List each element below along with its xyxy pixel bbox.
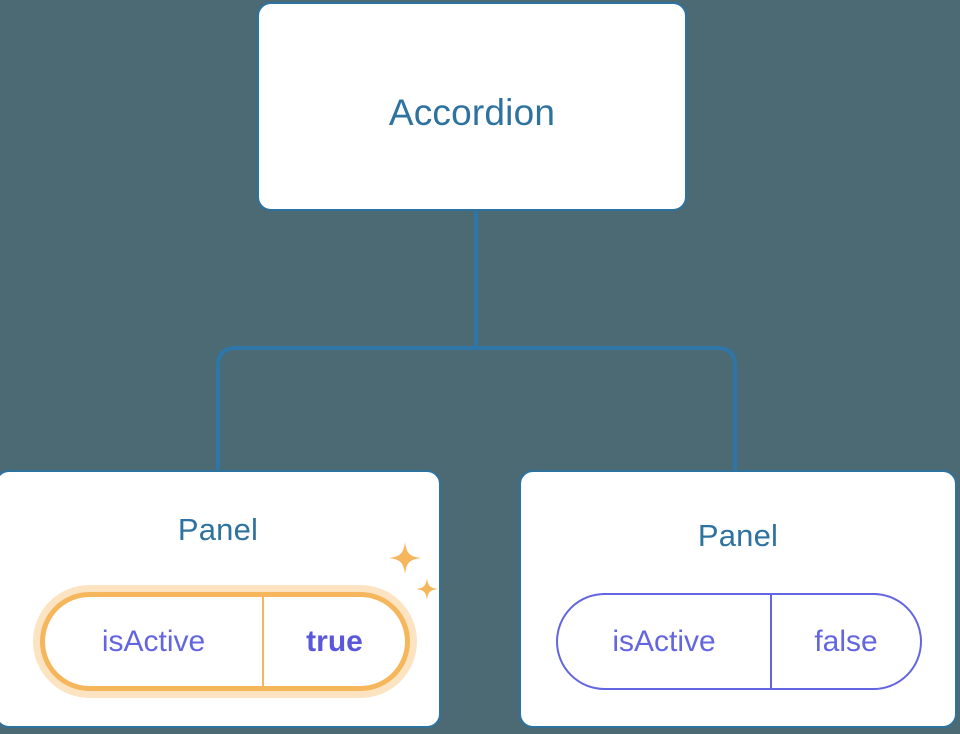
connector-branch-right	[476, 346, 737, 472]
prop-key-label: isActive	[45, 597, 264, 686]
prop-key-label: isActive	[558, 595, 772, 688]
node-panel-inactive-title: Panel	[697, 518, 779, 553]
prop-value-label: false	[814, 624, 878, 658]
prop-pill-isactive-true[interactable]: isActive true	[40, 592, 410, 691]
node-accordion[interactable]: Accordion	[257, 2, 687, 211]
prop-value-label: true	[306, 624, 363, 658]
connector-branch-left	[216, 346, 476, 472]
node-accordion-title: Accordion	[388, 92, 556, 133]
prop-pill-isactive-false[interactable]: isActive false	[556, 593, 922, 690]
node-panel-active-title: Panel	[177, 512, 259, 547]
